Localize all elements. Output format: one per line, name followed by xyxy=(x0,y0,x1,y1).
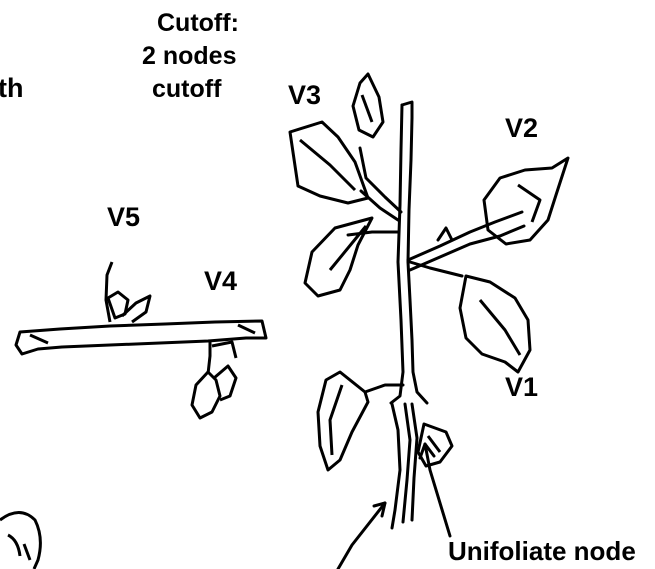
leaf-v4 xyxy=(192,340,236,418)
leaf-v3-top xyxy=(353,74,383,137)
leaf-v3-lower xyxy=(305,218,372,296)
label-unifoliate-node: Unifoliate node xyxy=(448,536,636,566)
label-v5: V5 xyxy=(107,202,140,232)
partial-figure-bottom-left xyxy=(0,513,40,569)
cut-stem-section xyxy=(16,321,266,354)
unifoliate-pointer-line xyxy=(420,444,450,536)
leaf-v1 xyxy=(460,276,530,372)
labels: th Cutoff: 2 nodes cutoff V3 V2 V5 V4 V1… xyxy=(0,9,636,566)
leaf-v3-left xyxy=(290,122,368,203)
label-cutoff-title: Cutoff: xyxy=(157,9,239,37)
label-v2: V2 xyxy=(505,113,538,143)
leaf-v5 xyxy=(106,262,150,322)
leaf-v2 xyxy=(484,158,568,244)
label-v3: V3 xyxy=(288,80,321,110)
label-v4: V4 xyxy=(204,266,237,296)
label-cutoff-nodes: 2 nodes xyxy=(142,42,236,70)
label-cutoff-word: cutoff xyxy=(152,75,222,103)
label-v1: V1 xyxy=(505,372,538,402)
label-edge-fragment: th xyxy=(0,73,23,103)
leaf-unifoliate-left xyxy=(318,372,368,470)
pointer-arrow xyxy=(338,503,385,569)
